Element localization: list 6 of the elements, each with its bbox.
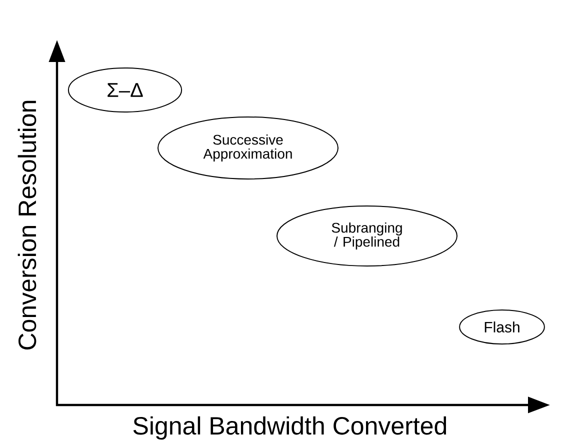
ellipse-node: Σ–Δ [68,67,182,112]
axis-label: Signal Bandwidth Converted [133,416,446,440]
ellipse-node: Flash [459,309,545,344]
ellipse-node: Successive Approximation [158,116,338,180]
axis-label: Conversion Resolution [18,100,36,350]
ellipse-node: Subranging / Pipelined [276,205,458,266]
